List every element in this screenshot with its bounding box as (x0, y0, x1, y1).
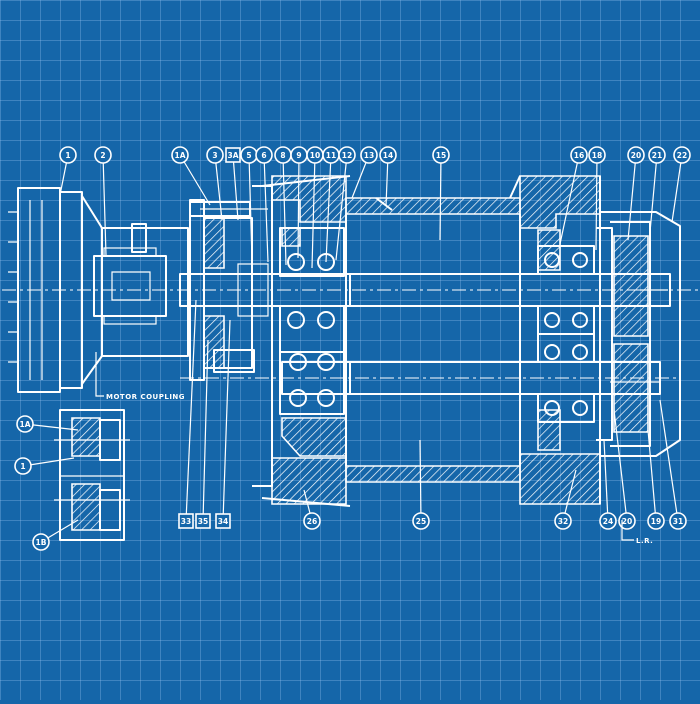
detail-balloon-label-2: 1B (36, 538, 47, 547)
top-balloon-18 (648, 146, 666, 164)
top-balloon-4 (225, 147, 241, 163)
top-balloon-label-13: 14 (383, 151, 393, 160)
top-balloon-label-0: 1 (65, 151, 70, 160)
motor-body (8, 187, 103, 393)
top-balloon-label-10: 11 (326, 151, 336, 160)
end-cover (596, 211, 681, 457)
top-balloon-label-2: 1A (174, 151, 185, 160)
top-balloon-0 (59, 146, 77, 164)
top-balloon-label-1: 2 (100, 151, 105, 160)
top-balloon-6 (255, 146, 273, 164)
centerlines (2, 289, 698, 379)
bottom-balloon-label-3: 26 (307, 517, 317, 526)
top-balloon-3 (206, 146, 224, 164)
bottom-balloon-label-5: 32 (558, 517, 568, 526)
bottom-balloon-label-8: 19 (651, 517, 661, 526)
bottom-balloon-6 (599, 512, 617, 530)
bottom-balloon-3 (303, 512, 321, 530)
input-shaft (179, 227, 351, 457)
motor-coupling-assembly (93, 223, 189, 357)
bottom-balloon-label-0: 33 (181, 517, 191, 526)
detail-balloon-label-0: 1A (19, 420, 30, 429)
top-balloon-label-12: 13 (364, 151, 374, 160)
bottom-balloon-label-2: 34 (218, 517, 228, 526)
top-balloon-2 (171, 146, 189, 164)
motor-coupling-label: MOTOR COUPLING (106, 393, 185, 401)
bottom-balloon-0 (178, 513, 194, 529)
bottom-balloon-8 (647, 512, 665, 530)
bottom-balloon-9 (669, 512, 687, 530)
top-balloon-label-8: 9 (296, 151, 301, 160)
bottom-balloon-7 (618, 512, 636, 530)
detail-balloon-0 (16, 415, 34, 433)
central-drum (345, 175, 521, 483)
bottom-balloon-label-9: 31 (673, 517, 683, 526)
top-balloon-1 (94, 146, 112, 164)
top-balloon-label-11: 12 (342, 151, 352, 160)
bottom-balloon-label-7: 20 (622, 517, 632, 526)
top-balloon-16 (588, 146, 606, 164)
top-balloon-label-3: 3 (212, 151, 217, 160)
top-balloon-label-18: 21 (652, 151, 662, 160)
detail-balloon-2 (32, 533, 50, 551)
bottom-balloon-label-6: 24 (603, 517, 613, 526)
bottom-balloon-label-4: 25 (416, 517, 426, 526)
bottom-balloon-2 (215, 513, 231, 529)
top-balloon-label-9: 10 (310, 151, 320, 160)
bottom-balloon-1 (195, 513, 211, 529)
top-balloon-19 (673, 146, 691, 164)
top-balloon-17 (627, 146, 645, 164)
detail-balloon-label-1: 1 (20, 462, 25, 471)
right-housing (519, 175, 671, 505)
annotations: MOTOR COUPLING L.R. (95, 352, 653, 545)
top-balloon-label-17: 20 (631, 151, 641, 160)
top-balloon-label-6: 6 (261, 151, 266, 160)
bottom-balloon-label-1: 35 (198, 517, 208, 526)
lr-label: L.R. (636, 537, 653, 545)
top-balloon-label-16: 18 (592, 151, 602, 160)
top-balloon-label-19: 22 (677, 151, 687, 160)
top-balloon-12 (360, 146, 378, 164)
top-balloon-11 (338, 146, 356, 164)
top-balloon-label-5: 5 (246, 151, 251, 160)
top-balloon-14 (432, 146, 450, 164)
top-balloon-label-7: 8 (280, 151, 285, 160)
detail-balloon-1 (14, 457, 32, 475)
top-balloon-label-14: 15 (436, 151, 446, 160)
detail-inset (54, 409, 130, 541)
top-balloon-label-15: 16 (574, 151, 584, 160)
top-balloon-15 (570, 146, 588, 164)
bottom-balloon-5 (554, 512, 572, 530)
left-housing (189, 175, 351, 507)
bottom-balloon-4 (412, 512, 430, 530)
top-balloon-13 (379, 146, 397, 164)
top-balloon-label-4: 3A (227, 151, 238, 160)
